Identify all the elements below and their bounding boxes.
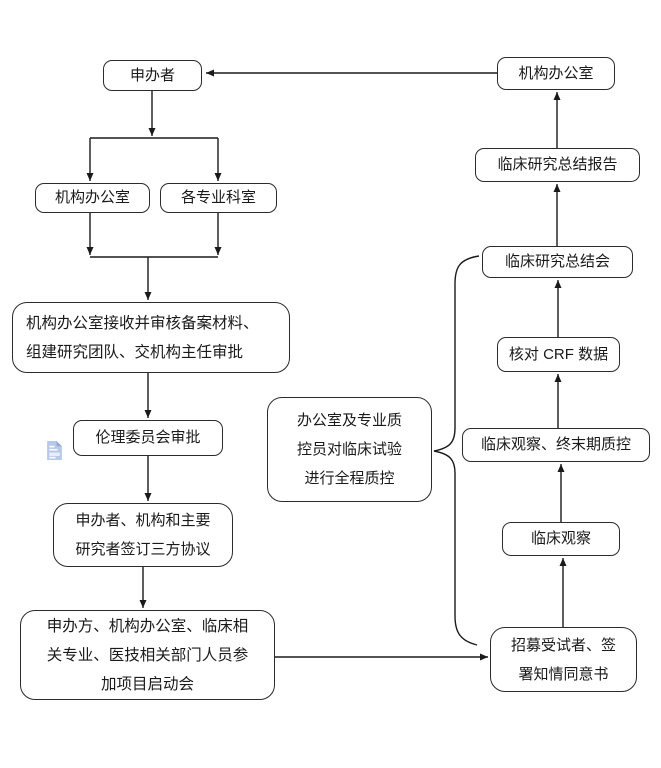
node-ethics-label: 伦理委员会审批	[95, 429, 201, 447]
node-big-review-label: 机构办公室接收并审核备案材料、 组建研究团队、交机构主任审批	[26, 314, 259, 361]
node-office-top-right: 机构办公室	[497, 57, 615, 90]
node-office-left-label: 机构办公室	[54, 189, 130, 207]
node-endstage-qc: 临床观察、终末期质控	[462, 428, 650, 462]
node-office-top-right-label: 机构办公室	[518, 64, 594, 82]
node-summary-report-label: 临床研究总结报告	[497, 156, 618, 174]
node-ethics: 伦理委员会审批	[73, 420, 223, 456]
document-icon	[47, 441, 62, 460]
node-big-review: 机构办公室接收并审核备案材料、 组建研究团队、交机构主任审批	[12, 302, 290, 373]
node-qc: 办公室及专业质 控员对临床试验 进行全程质控	[267, 397, 432, 502]
node-sponsor-label: 申办者	[129, 66, 175, 84]
node-summary-report: 临床研究总结报告	[475, 148, 640, 182]
node-observation: 临床观察	[502, 522, 620, 556]
node-departments: 各专业科室	[160, 183, 277, 213]
node-tri-agreement-label: 申办者、机构和主要 研究者签订三方协议	[75, 512, 211, 558]
node-kickoff-label: 申办方、机构办公室、临床相 关专业、医技相关部门人员参 加项目启动会	[46, 617, 249, 693]
node-summary-meeting-label: 临床研究总结会	[504, 253, 610, 271]
node-tri-agreement: 申办者、机构和主要 研究者签订三方协议	[53, 503, 233, 567]
node-crf-check-label: 核对 CRF 数据	[508, 345, 609, 363]
node-endstage-qc-label: 临床观察、终末期质控	[480, 436, 631, 454]
node-sponsor: 申办者	[103, 60, 202, 91]
node-departments-label: 各专业科室	[180, 189, 256, 207]
node-crf-check: 核对 CRF 数据	[497, 337, 620, 372]
node-observation-label: 临床观察	[530, 530, 591, 548]
node-office-left: 机构办公室	[35, 183, 150, 213]
node-recruit: 招募受试者、签 署知情同意书	[490, 627, 637, 692]
node-qc-label: 办公室及专业质 控员对临床试验 进行全程质控	[296, 412, 402, 487]
node-summary-meeting: 临床研究总结会	[482, 246, 633, 278]
node-kickoff: 申办方、机构办公室、临床相 关专业、医技相关部门人员参 加项目启动会	[20, 610, 275, 700]
node-recruit-label: 招募受试者、签 署知情同意书	[510, 636, 616, 683]
